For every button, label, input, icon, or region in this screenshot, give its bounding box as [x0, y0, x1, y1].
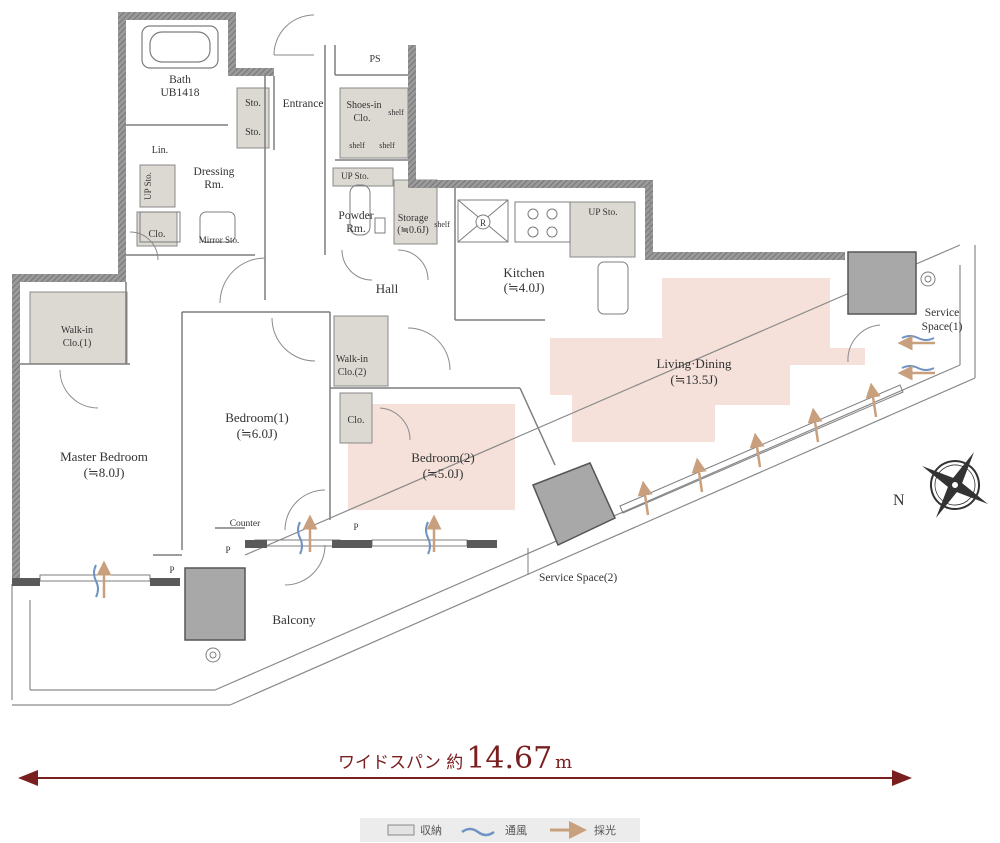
structural-pillars	[184, 251, 917, 641]
dressing-rm-label: Rm.	[204, 179, 224, 191]
legend-storage-swatch	[387, 824, 415, 836]
legend-storage-label: 収納	[420, 824, 442, 837]
bath-label: Bath	[169, 74, 191, 86]
entrance-label: Entrance	[283, 98, 324, 110]
bedroom2-floor-tint	[348, 404, 515, 510]
counter-label: Counter	[230, 519, 261, 529]
clo-bedroom2-label: Clo.	[348, 415, 365, 426]
daylight-arrows	[96, 335, 935, 598]
mirror-sto-label: Mirror Sto.	[199, 235, 240, 245]
shoes-in-label: Shoes-in	[347, 100, 382, 111]
ps-label: PS	[369, 54, 380, 65]
powder-rm-label: Rm.	[346, 223, 366, 235]
up-sto-kitchen-label: UP Sto.	[588, 208, 617, 218]
sto-label-1: Sto.	[245, 98, 261, 109]
lin-label: Lin.	[152, 145, 168, 156]
walkin-clo1-label: Walk-in	[61, 325, 93, 336]
service-space1-num-label: Space(1)	[922, 321, 963, 333]
drains	[205, 271, 936, 663]
compass-north-label: N	[893, 492, 905, 509]
exterior-walls	[12, 12, 845, 584]
pipe-label-2: P	[169, 565, 174, 575]
walkin-clo2-num-label: Clo.(2)	[338, 367, 367, 378]
wall-stubs	[12, 540, 497, 586]
living-floor-tint	[550, 278, 865, 442]
shelf-label-b: shelf	[349, 141, 365, 150]
bath-model-label: UB1418	[161, 87, 200, 99]
master-bedroom-size-label: (≒8.0J)	[84, 465, 125, 480]
service-space2-label: Service Space(2)	[539, 572, 617, 584]
boundary-lines	[11, 180, 976, 706]
up-sto-dressing-label: UP Sto.	[143, 172, 153, 200]
hall-label: Hall	[376, 281, 399, 296]
bedroom1-size-label: (≒6.0J)	[237, 426, 278, 441]
kitchen-size-label: (≒4.0J)	[504, 280, 545, 295]
span-arrow	[18, 770, 912, 786]
kitchen-label: Kitchen	[503, 265, 545, 280]
shoes-in-clo-label: Clo.	[354, 113, 371, 124]
walkin-clo1-num-label: Clo.(1)	[63, 338, 92, 349]
pipe-label-3: P	[353, 522, 358, 532]
legend-daylight-label: 採光	[594, 823, 616, 837]
bedroom2-label: Bedroom(2)	[411, 450, 475, 465]
living-dining-label: Living·Dining	[656, 356, 732, 371]
master-bedroom-label: Master Bedroom	[60, 449, 148, 464]
storage-size-label: (≒0.6J)	[397, 225, 428, 236]
walkin-clo2-label: Walk-in	[336, 354, 368, 365]
clo-dressing-label: Clo.	[149, 229, 166, 240]
bedroom2-size-label: (≒5.0J)	[423, 466, 464, 481]
door-swings	[59, 14, 881, 586]
storage-label: Storage	[398, 213, 429, 224]
balcony-label: Balcony	[272, 612, 316, 627]
interior-walls	[20, 45, 556, 556]
sto-label-2: Sto.	[245, 127, 261, 138]
compass	[922, 452, 988, 518]
span-label-bg	[330, 738, 600, 772]
kitchen-fixtures	[139, 184, 629, 315]
bathtub	[141, 25, 219, 69]
storage-areas	[29, 87, 636, 444]
shelf-label-c: shelf	[379, 141, 395, 150]
legend-ventilation-icon	[461, 827, 495, 837]
shelf-label-a: shelf	[388, 108, 404, 117]
legend-ventilation-label: 通風	[505, 824, 527, 837]
refrigerator-label: R	[480, 218, 486, 228]
pipe-label-1: P	[225, 545, 230, 555]
powder-label: Powder	[338, 210, 373, 222]
service-space1-label: Service	[925, 307, 959, 319]
shelf-label-d: shelf	[434, 220, 450, 229]
bedroom1-label: Bedroom(1)	[225, 410, 289, 425]
up-sto-powder-label: UP Sto.	[341, 171, 369, 181]
dressing-label: Dressing	[194, 166, 235, 178]
living-dining-size-label: (≒13.5J)	[670, 372, 717, 387]
